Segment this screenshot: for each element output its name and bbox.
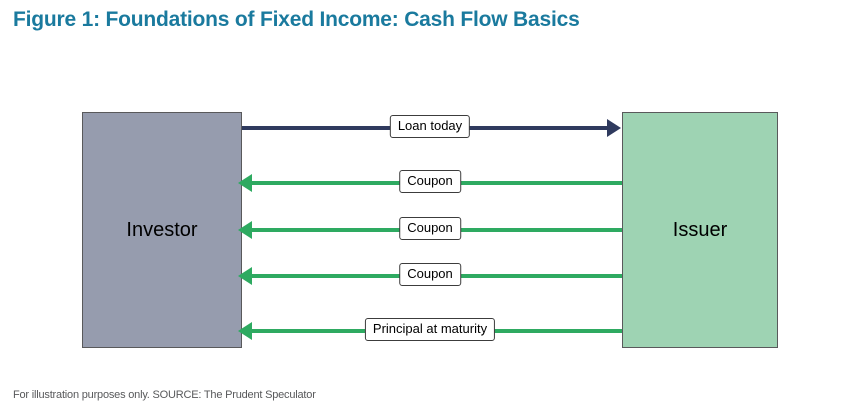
arrow-head-left-icon [238, 322, 252, 340]
arrow-head-right-icon [607, 119, 621, 137]
entity-label-issuer: Issuer [672, 218, 728, 241]
entity-label-investor: Investor [126, 218, 198, 241]
flow-label: Coupon [399, 217, 461, 240]
arrow-head-left-icon [238, 221, 252, 239]
flow-row: Coupon [0, 263, 855, 289]
arrow-head-left-icon [238, 267, 252, 285]
page-title: Figure 1: Foundations of Fixed Income: C… [13, 8, 580, 31]
entity-box-issuer: Issuer [622, 112, 778, 348]
source-note: For illustration purposes only. SOURCE: … [13, 389, 316, 401]
flow-row: Coupon [0, 170, 855, 196]
flow-label: Loan today [389, 115, 471, 138]
flow-label: Coupon [399, 170, 461, 193]
flow-row: Principal at maturity [0, 318, 855, 344]
flow-label: Coupon [399, 263, 461, 286]
flow-row: Coupon [0, 217, 855, 243]
flow-row: Loan today [0, 115, 855, 141]
flow-label: Principal at maturity [364, 318, 496, 341]
arrow-head-left-icon [238, 174, 252, 192]
